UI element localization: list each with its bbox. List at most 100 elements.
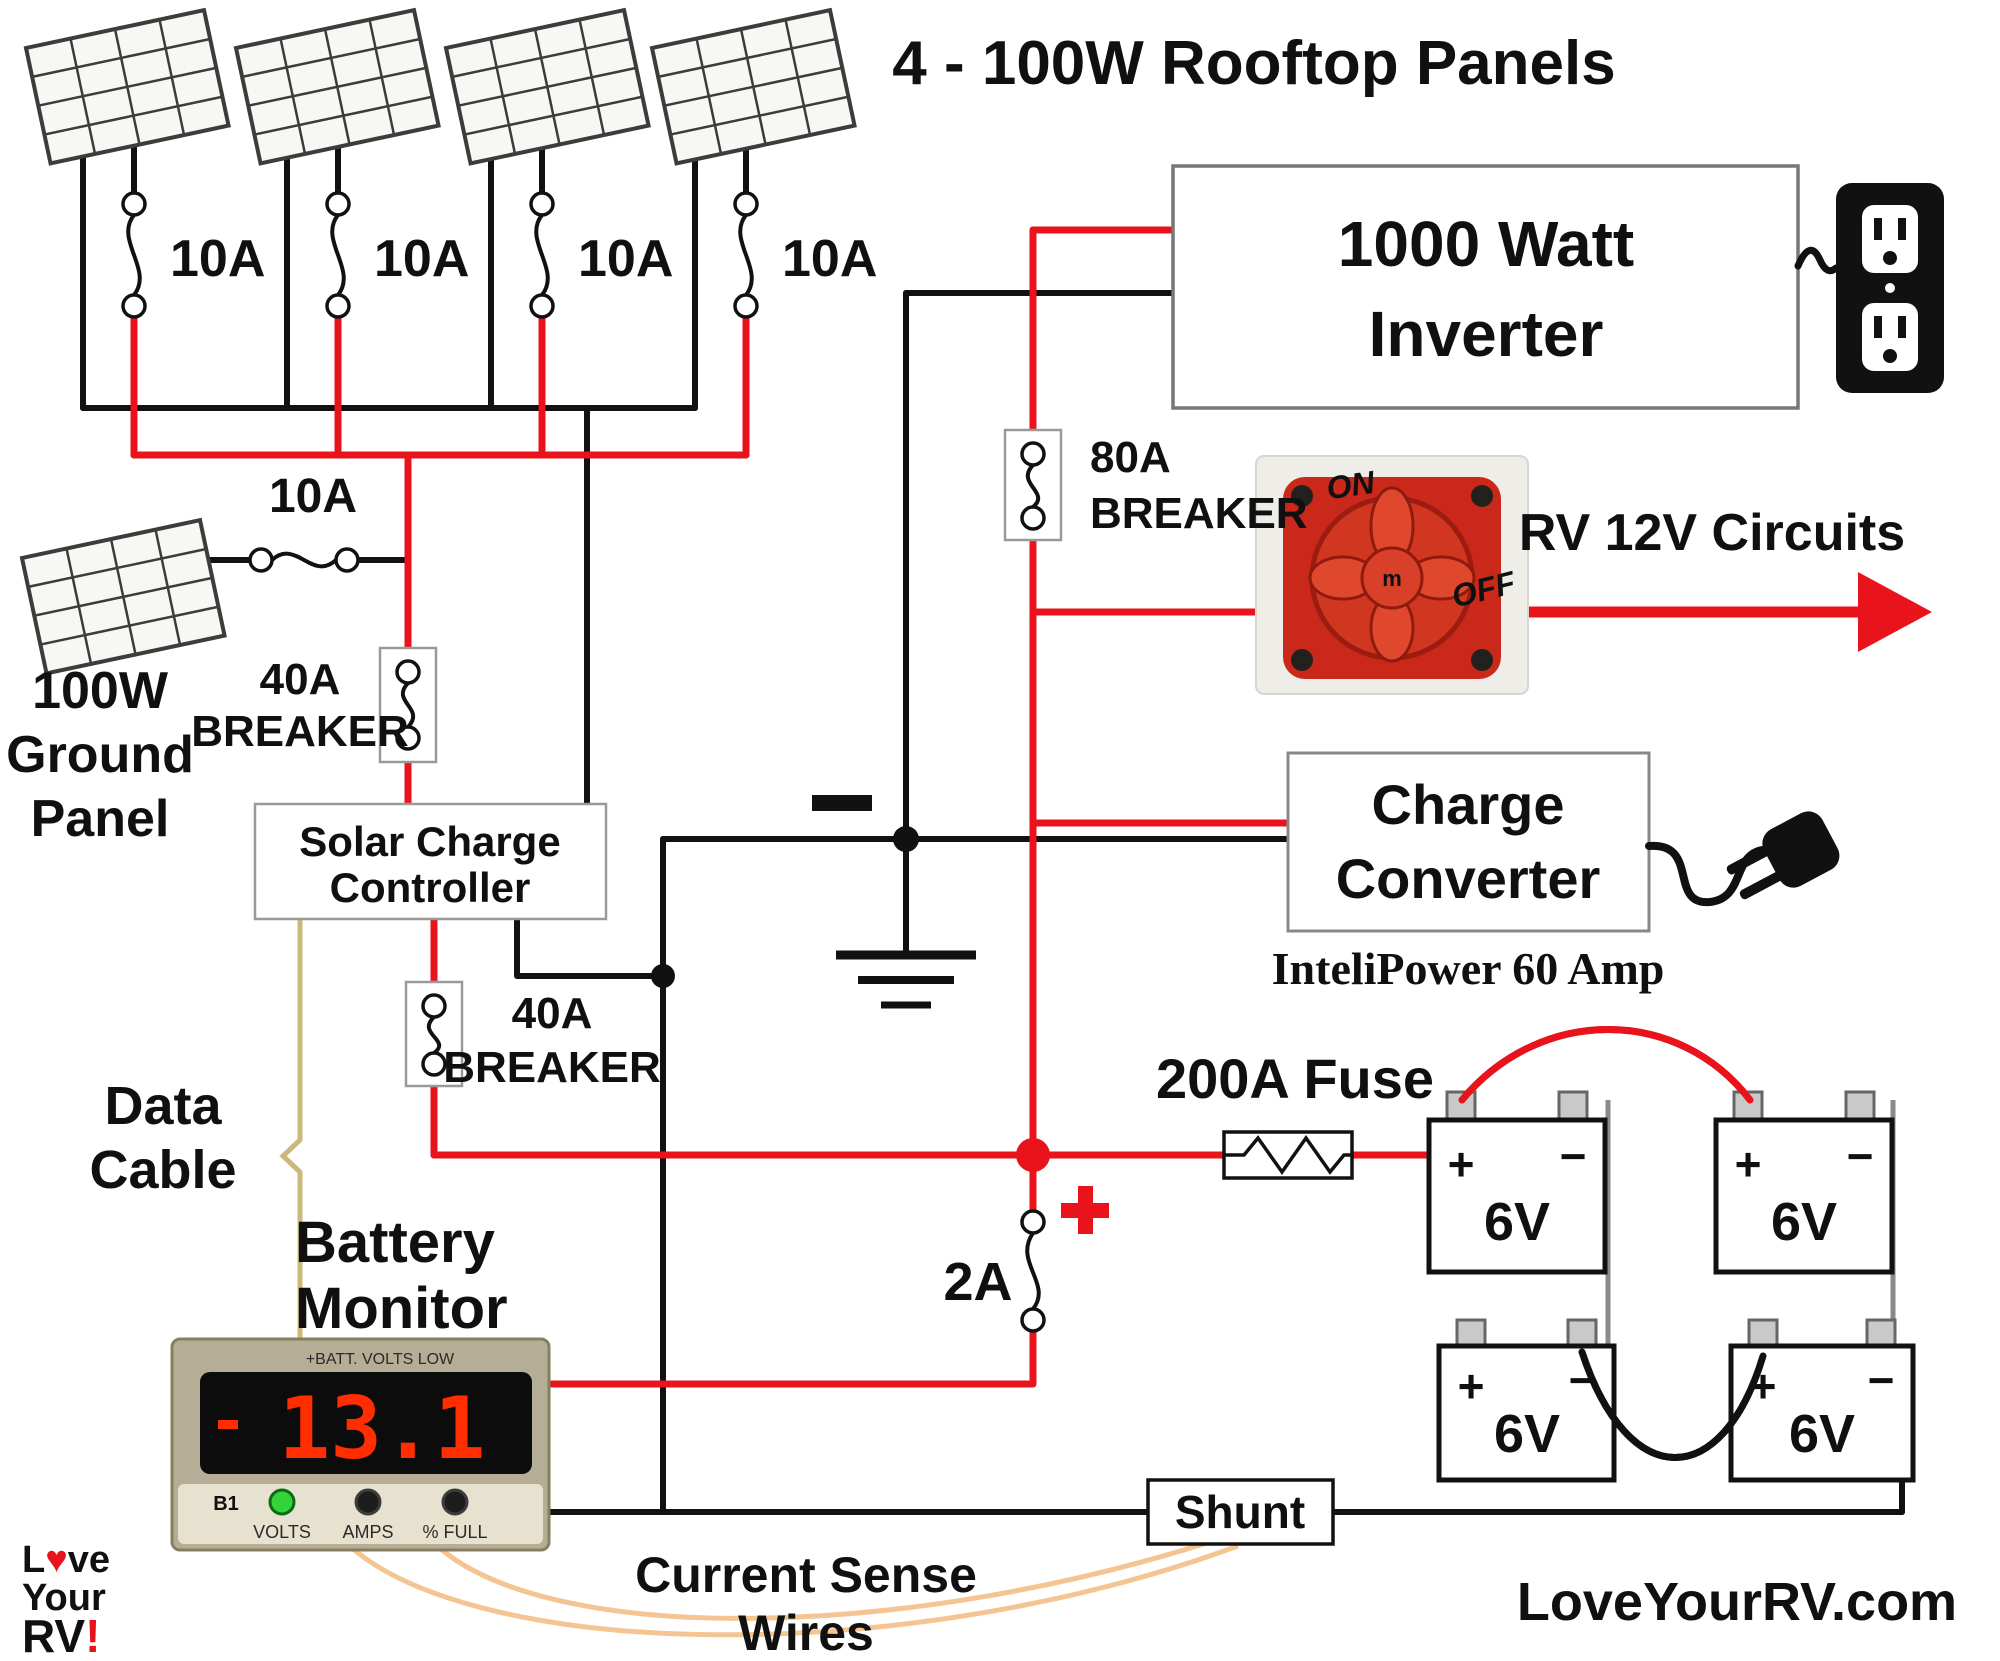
switch-knob-center (1360, 546, 1424, 610)
rv-circuits-label: RV 12V Circuits (1519, 504, 1905, 562)
plus-sign: + (1735, 1138, 1762, 1190)
breaker2-squiggle (330, 213, 346, 297)
screw-icon (1291, 485, 1313, 507)
battery-1: + − 6V (1426, 1090, 1608, 1275)
minus-sign: − (1868, 1354, 1895, 1406)
switch-on-label: ON (1324, 464, 1377, 506)
breaker-40a-top (378, 646, 438, 764)
monitor-full-label: % FULL (422, 1522, 487, 1542)
breaker-label-10a-4: 10A (782, 230, 877, 288)
converter-line2: Converter (1336, 847, 1601, 910)
logo-ve: ve (68, 1539, 110, 1581)
shunt-box (1146, 1478, 1335, 1546)
wiring-red (130, 226, 1864, 1388)
converter-box (1286, 751, 1651, 933)
sense-wire-1 (350, 1543, 1239, 1638)
battery-monitor: +BATT. VOLTS LOW 13.1 B1 VOLTS AMPS % FU… (170, 1337, 551, 1552)
dark-led-icon (354, 1488, 382, 1516)
logo-line2: Your (22, 1577, 106, 1619)
outlet-icon (1836, 183, 1944, 393)
plug-icon (1726, 811, 1840, 900)
controller-box (253, 802, 608, 921)
green-led-icon (268, 1488, 296, 1516)
rooftop-panel-1 (24, 8, 231, 166)
inverter-box (1171, 164, 1800, 410)
sense-wires-label-2: Wires (738, 1605, 874, 1661)
minus-terminal-icon (812, 795, 872, 811)
battery-3: + − 6V (1436, 1318, 1617, 1483)
screw-icon (1471, 649, 1493, 671)
logo-line1: L♥ve (22, 1539, 110, 1581)
sense-wires-label-1: Current Sense (635, 1547, 977, 1603)
monitor-top-text: +BATT. VOLTS LOW (306, 1351, 455, 1368)
wire-monitor-sense-pos (545, 1166, 1037, 1388)
sense-wire-2 (440, 1535, 1223, 1621)
switch-center-mark: m (1382, 566, 1402, 591)
watermark: LoveYourRV.com (1517, 1572, 1957, 1632)
logo-l: L (22, 1539, 45, 1581)
breaker-2a-label: 2A (943, 1252, 1012, 1312)
arrow-icon (1858, 572, 1932, 652)
minus-sign: − (1847, 1130, 1874, 1182)
ground-panel-label-2: Ground (6, 726, 194, 784)
ground-icon (836, 950, 976, 1009)
converter-model: InteliPower 60 Amp (1272, 943, 1665, 994)
breaker-40a-bottom (404, 980, 464, 1088)
breaker-40a-bottom-word: BREAKER (443, 1043, 661, 1092)
dark-led-icon (441, 1488, 469, 1516)
breaker4-squiggle (738, 213, 754, 297)
data-cable-label-1: Data (104, 1076, 222, 1136)
current-sense-wires (350, 1535, 1239, 1638)
breaker-80a-amps: 80A (1090, 433, 1171, 482)
breaker-label-10a-1: 10A (170, 230, 265, 288)
rooftop-panel-4 (650, 8, 857, 166)
fuse-symbol (1222, 1130, 1354, 1180)
inverter-line2: Inverter (1369, 298, 1604, 370)
breaker-symbols (121, 191, 1063, 1333)
battery-monitor-title-1: Battery (295, 1210, 495, 1275)
junction-dot-ground (893, 826, 919, 852)
rooftop-panel-2 (234, 8, 441, 166)
display-dash (218, 1420, 238, 1429)
ground-panel-label-1: 100W (32, 662, 169, 720)
wire-row2-jumper-top (1578, 1348, 1767, 1461)
wire-controller-neg (514, 916, 666, 979)
breaker-label-10a-3: 10A (578, 230, 673, 288)
shunt-label: Shunt (1175, 1486, 1305, 1538)
plus-sign: + (1458, 1360, 1485, 1412)
plus-terminal-icon (1061, 1186, 1109, 1234)
converter-line1: Charge (1372, 773, 1565, 836)
data-cable-label-2: Cable (89, 1140, 236, 1200)
monitor-display-value: 13.1 (278, 1379, 485, 1479)
ground-panel (20, 518, 227, 676)
battery-label: 6V (1484, 1192, 1550, 1252)
logo-rv: RV (22, 1610, 85, 1661)
breaker-2a (1020, 1209, 1046, 1333)
breaker-40a-top-word: BREAKER (191, 707, 409, 756)
battery-4: + − 6V (1728, 1318, 1916, 1483)
breaker3-squiggle (534, 213, 550, 297)
logo: L♥ve Your RV! (22, 1539, 110, 1661)
ground-panel-label-3: Panel (31, 790, 170, 848)
data-cable-wire (279, 919, 303, 1339)
breaker-label-10a-2: 10A (374, 230, 469, 288)
junction-dot-pos (1016, 1138, 1050, 1172)
battery-label: 6V (1494, 1404, 1560, 1464)
breaker-40a-bottom-amps: 40A (512, 989, 593, 1038)
logo-line3: RV! (22, 1610, 100, 1661)
junction-dot-neg (651, 964, 675, 988)
controller-line1: Solar Charge (299, 818, 560, 865)
wire-row1-jumper-top (1458, 1026, 1754, 1104)
monitor-b1-label: B1 (213, 1493, 239, 1515)
controller-line2: Controller (330, 864, 531, 911)
heart-icon: ♥ (45, 1539, 68, 1581)
monitor-display (200, 1372, 532, 1474)
battery-label: 6V (1789, 1404, 1855, 1464)
battery-monitor-title-2: Monitor (295, 1276, 508, 1341)
plus-sign: + (1448, 1138, 1475, 1190)
minus-sign: − (1560, 1130, 1587, 1182)
battery-label: 6V (1771, 1192, 1837, 1252)
outlet-cord (1794, 247, 1840, 275)
